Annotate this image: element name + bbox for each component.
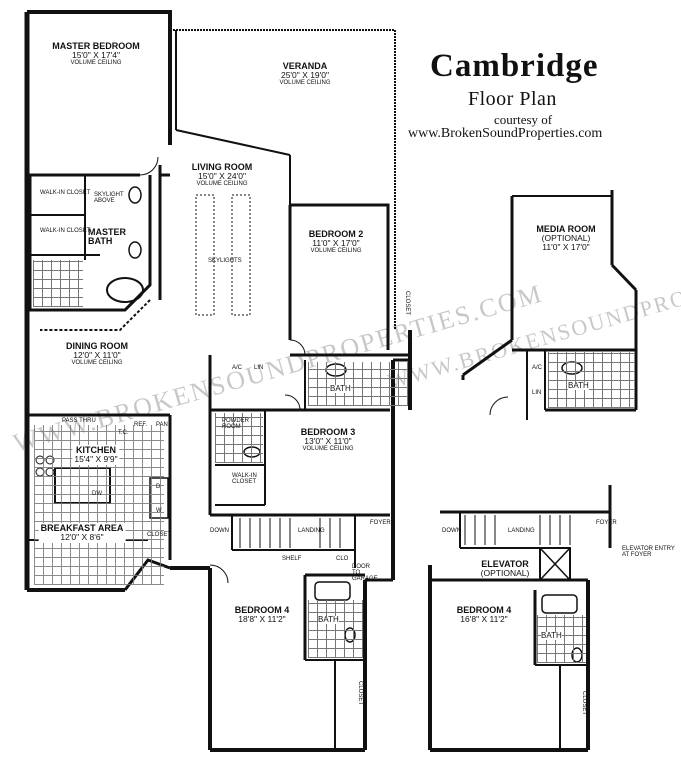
room-ceiling: VOLUME CEILING bbox=[71, 360, 123, 367]
closet-label-kitchen: CLOSET bbox=[147, 532, 172, 538]
bath-label-br4-alt: BATH bbox=[541, 631, 562, 640]
walkin-closet-label-2: WALK-IN CLOSET bbox=[40, 228, 91, 234]
lin-label-right: LIN bbox=[532, 390, 542, 396]
room-dims: 25'0" X 19'0" bbox=[280, 70, 330, 81]
skylight-above-label: SKYLIGHT ABOVE bbox=[94, 192, 124, 204]
landing-label-right: LANDING bbox=[508, 528, 535, 534]
foyer-label: FOYER bbox=[370, 520, 391, 526]
powder-room-tile bbox=[215, 413, 263, 463]
courtesy-text: courtesy of bbox=[494, 112, 553, 127]
walkin-closet-label-br3: WALK-IN CLOSET bbox=[232, 473, 257, 485]
room-dims: 12'0" X 8'6" bbox=[60, 532, 104, 543]
closet-label-br4-alt: CLOSET bbox=[581, 690, 588, 716]
shelf-label: SHELF bbox=[282, 556, 302, 562]
plan-title: Cambridge bbox=[430, 48, 599, 84]
room-dims: 15'0" X 17'4" bbox=[71, 50, 121, 61]
bath-label-br4: BATH bbox=[318, 615, 339, 624]
door-to-garage-label: DOOR TO GARAGE bbox=[352, 564, 378, 582]
foyer-label-right: FOYER bbox=[596, 520, 617, 526]
landing-label: LANDING bbox=[298, 528, 325, 534]
hall-bath-tile bbox=[308, 362, 408, 406]
room-dims: 15'4" X 9'9" bbox=[74, 454, 118, 465]
bath-label-hall: BATH bbox=[330, 384, 351, 393]
room-optional: (OPTIONAL) bbox=[541, 233, 591, 244]
room-ceiling: VOLUME CEILING bbox=[302, 446, 354, 453]
dw-label: DW bbox=[92, 491, 102, 497]
room-name: ELEVATOR bbox=[481, 559, 529, 569]
room-bedroom4-alt: BEDROOM 4 16'8" X 11'2" bbox=[456, 605, 512, 625]
ac-label-right: A/C bbox=[532, 365, 543, 371]
room-name: BEDROOM 3 bbox=[300, 427, 356, 437]
room-living: LIVING ROOM 15'0" X 24'0" VOLUME CEILING bbox=[191, 162, 253, 188]
room-dims: 16'8" X 11'2" bbox=[460, 614, 508, 625]
ac-label: A/C bbox=[232, 365, 243, 371]
room-elevator: ELEVATOR (OPTIONAL) bbox=[480, 559, 530, 579]
room-name: MASTER BEDROOM bbox=[52, 41, 140, 51]
dryer-label: D bbox=[156, 484, 161, 490]
pan-label: PAN bbox=[156, 422, 168, 428]
room-media: MEDIA ROOM (OPTIONAL) 11'0" X 17'0" bbox=[536, 224, 596, 253]
down-label-right: DOWN bbox=[442, 528, 461, 534]
room-bedroom3: BEDROOM 3 13'0" X 11'0" VOLUME CEILING bbox=[300, 427, 356, 453]
bath-label-media: BATH bbox=[568, 381, 589, 390]
room-veranda: VERANDA 25'0" X 19'0" VOLUME CEILING bbox=[279, 61, 331, 87]
closet-label-br2: CLOSET bbox=[404, 290, 411, 316]
washer-label: W bbox=[156, 508, 162, 514]
pass-thru-label: PASS THRU bbox=[62, 418, 96, 424]
room-kitchen: KITCHEN 15'4" X 9'9" bbox=[72, 445, 120, 466]
tc-label: T.C. bbox=[118, 430, 129, 436]
room-name: MEDIA ROOM bbox=[536, 224, 596, 234]
walkin-closet-label-1: WALK-IN CLOSET bbox=[40, 190, 91, 196]
master-bath-tile bbox=[33, 260, 83, 307]
room-ceiling: VOLUME CEILING bbox=[310, 248, 362, 255]
room-ceiling: VOLUME CEILING bbox=[196, 181, 248, 188]
room-ceiling: VOLUME CEILING bbox=[70, 60, 122, 67]
closet-label-br4: CLOSET bbox=[357, 680, 364, 706]
down-label: DOWN bbox=[210, 528, 229, 534]
room-bedroom2: BEDROOM 2 11'0" X 17'0" VOLUME CEILING bbox=[308, 229, 364, 255]
room-name: BREAKFAST AREA bbox=[40, 523, 124, 533]
room-name: BEDROOM 4 bbox=[234, 605, 290, 615]
room-name: KITCHEN bbox=[76, 445, 116, 455]
elevator-entry-label: ELEVATOR ENTRY AT FOYER bbox=[622, 546, 675, 558]
room-dims: 11'0" X 17'0" bbox=[312, 238, 360, 249]
room-breakfast: BREAKFAST AREA 12'0" X 8'6" bbox=[38, 523, 126, 544]
room-name: LIVING ROOM bbox=[191, 162, 253, 172]
bedroom4-bath-tile bbox=[308, 600, 363, 658]
room-bedroom4: BEDROOM 4 18'8" X 11'2" bbox=[234, 605, 290, 625]
room-name: BEDROOM 4 bbox=[456, 605, 512, 615]
plan-subtitle: Floor Plan bbox=[468, 88, 557, 110]
powder-room-label: POWDER ROOM bbox=[222, 418, 249, 430]
room-master-bedroom: MASTER BEDROOM 15'0" X 17'4" VOLUME CEIL… bbox=[52, 41, 140, 67]
room-dims: 12'0" X 11'0" bbox=[73, 350, 121, 361]
room-name: VERANDA bbox=[282, 61, 328, 71]
room-name: DINING ROOM bbox=[66, 341, 128, 351]
room-ceiling: VOLUME CEILING bbox=[279, 80, 331, 87]
media-bath-tile bbox=[548, 352, 634, 408]
clo-label: CLO bbox=[336, 556, 349, 562]
room-dining: DINING ROOM 12'0" X 11'0" VOLUME CEILING bbox=[66, 341, 128, 367]
room-dims: 15'0" X 24'0" bbox=[197, 171, 247, 182]
room-dims: 18'8" X 11'2" bbox=[238, 614, 286, 625]
ref-label: REF. bbox=[134, 422, 148, 428]
room-dims: 13'0" X 11'0" bbox=[304, 436, 352, 447]
room-optional: (OPTIONAL) bbox=[480, 568, 530, 579]
website-link[interactable]: www.BrokenSoundProperties.com bbox=[408, 126, 603, 141]
room-dims: 11'0" X 17'0" bbox=[542, 242, 590, 253]
lin-label: LIN bbox=[254, 365, 264, 371]
master-bath-label: MASTER BATH bbox=[88, 227, 126, 246]
skylights-label: SKYLIGHTS bbox=[208, 258, 242, 264]
room-name: BEDROOM 2 bbox=[308, 229, 364, 239]
